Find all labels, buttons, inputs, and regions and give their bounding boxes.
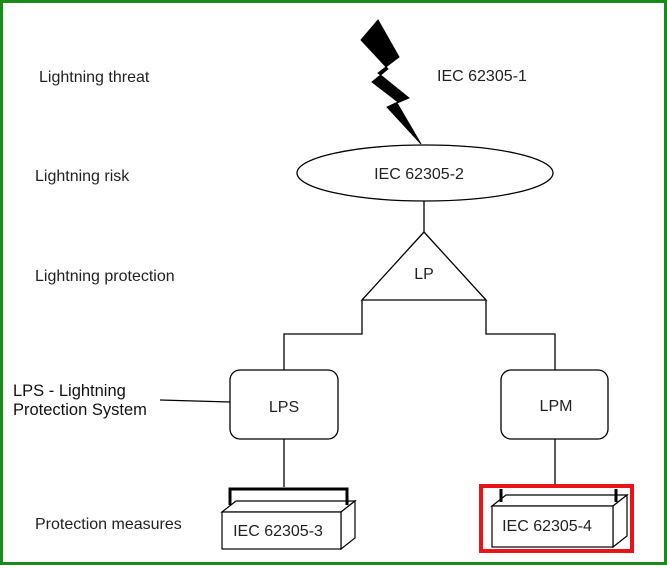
diagram-canvas: IEC 62305-1 IEC 62305-2 LP LPS LPM IEC [159,19,634,553]
threat-standard-label: IEC 62305-1 [437,68,527,85]
connector-lp-lps [283,300,363,370]
measure-cube-lpm [490,489,629,549]
level-label-protection: Lightning protection [35,268,175,285]
level-label-threat: Lightning threat [39,69,150,86]
risk-ellipse [296,144,554,202]
connector-lp-lpm [485,300,556,370]
highlight-box [479,484,634,553]
lightning-bolt-icon [360,19,422,145]
lps-box-label: LPS [269,399,299,416]
lps-caption-leader [159,399,231,403]
lpm-box-label: LPM [540,398,573,415]
measure-cube-lpm-label: IEC 62305-4 [502,518,592,535]
level-label-risk: Lightning risk [35,168,130,185]
risk-ellipse-label: IEC 62305-2 [374,166,464,183]
lp-triangle-label: LP [414,266,434,283]
measure-cube-lps [220,487,357,551]
lps-caption-line1: LPS - Lightning [13,382,126,400]
measure-cube-lps-label: IEC 62305-3 [233,523,323,540]
lp-triangle [360,231,488,301]
lps-caption-line2: Protection System [13,401,147,419]
level-label-measures: Protection measures [35,516,182,533]
